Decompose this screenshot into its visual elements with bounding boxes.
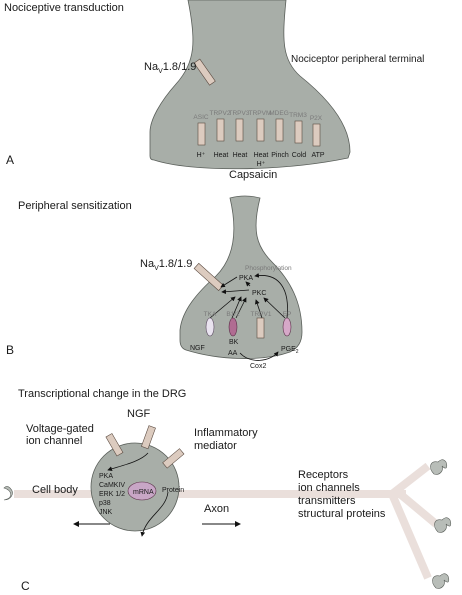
kinase-p38: p38: [99, 500, 111, 507]
receptor-name-trpv1: TRPV1: [251, 311, 272, 318]
nav-label-b: Na: [140, 258, 155, 270]
inflammatory-receptor: [162, 448, 185, 469]
nav-channel-a: [193, 58, 216, 86]
channel-trm3: [294, 120, 303, 144]
voltage-gated-line1: Voltage-gated: [26, 423, 94, 435]
panel-b-heading: Peripheral sensitization: [18, 200, 132, 212]
channel-trpv2: [216, 118, 225, 142]
axon-branch-down: [388, 492, 432, 580]
pka-label: PKA: [239, 275, 253, 282]
svg-text:PGE2: PGE2: [281, 346, 299, 355]
pge-label: PGE: [281, 346, 296, 353]
channel-trpvm: [256, 118, 265, 142]
panel-c-letter: C: [21, 579, 30, 593]
product-ion-channels: ion channels: [298, 482, 360, 494]
sensitization-receptors: TKA B1/2 TRPV1 EP: [204, 311, 292, 339]
signaling-arrows: [209, 273, 288, 319]
receptor-name-tka: TKA: [204, 311, 217, 318]
panel-c-heading: Transcriptional change in the DRG: [18, 388, 186, 400]
stimulus-trpv3: Heat: [233, 152, 248, 159]
inflammatory-line1: Inflammatory: [194, 427, 258, 439]
terminal-label: Nociceptor peripheral terminal: [291, 54, 424, 65]
voltage-gated-line2: ion channel: [26, 435, 82, 447]
stimulus-extra-h: H⁺: [257, 161, 266, 168]
channel-name-trm3: TRM3: [289, 112, 307, 119]
terminal-mid-right: [434, 517, 452, 533]
channel-name-p2x: P2X: [310, 115, 323, 122]
channel-name-mdeg: MDEG: [269, 110, 289, 117]
panel-a-letter: A: [6, 153, 14, 167]
stimulus-trm3: Cold: [292, 152, 307, 159]
stimulus-mdeg: Pinch: [271, 152, 289, 159]
receptor-name-ep: EP: [283, 311, 292, 318]
phosphorylation-label: Phosphorylation: [245, 265, 292, 272]
ngf-label-b: NGF: [190, 345, 205, 352]
kinase-camkiv: CaMKIV: [99, 482, 125, 489]
channel-p2x: [312, 123, 321, 147]
ngf-receptor: [141, 425, 156, 450]
svg-text:NaV1.8/1.9: NaV1.8/1.9: [140, 258, 192, 272]
axon-label: Axon: [204, 503, 229, 515]
ngf-label-c: NGF: [127, 408, 151, 420]
stimulus-p2x: ATP: [311, 152, 324, 159]
transported-products: Receptors ion channels transmitters stru…: [298, 469, 386, 520]
bk-label: BK: [229, 339, 239, 346]
kinase-jnk: JNK: [99, 509, 113, 516]
trpv1-receptor: [256, 317, 265, 339]
transduction-channels: ASIC TRPV2 TRPV3 TRPVM MDEG TRM3 P2X H⁺ …: [193, 110, 324, 168]
receptor-name-b12: B1/2: [226, 311, 240, 318]
product-structural-proteins: structural proteins: [298, 508, 386, 520]
b12-receptor: [228, 317, 238, 337]
axon-branch-mid: [397, 490, 439, 528]
kinase-erk: ERK 1/2: [99, 491, 125, 498]
product-transmitters: transmitters: [298, 495, 356, 507]
axon-branch-up: [389, 462, 431, 498]
voltage-gated-channel: [105, 433, 124, 457]
inflammatory-line2: mediator: [194, 440, 237, 452]
cell-body-arrows: [107, 452, 169, 537]
nav-label-a: Na: [144, 61, 159, 73]
stimulus-asic: H⁺: [197, 152, 206, 159]
mrna-blob: [127, 481, 157, 501]
cox2-label: Cox2: [250, 363, 266, 370]
kinase-list: PKA CaMKIV ERK 1/2 p38 JNK: [99, 473, 125, 516]
panel-b-letter: B: [6, 343, 14, 357]
panel-a-heading: Nociceptive transduction: [4, 2, 124, 14]
channel-name-trpv2: TRPV2: [210, 110, 231, 117]
axon-shaft: [14, 490, 406, 498]
nerve-terminals: [3, 459, 452, 589]
mrna-label: mRNA: [133, 489, 154, 496]
cox2-arc: [239, 351, 279, 361]
protein-label: Protein: [162, 487, 184, 494]
capsaicin-label: Capsaicin: [229, 169, 277, 181]
kinase-pka: PKA: [99, 473, 113, 480]
product-receptors: Receptors: [298, 469, 349, 481]
channel-trpv3: [235, 118, 244, 142]
stimulus-trpv2: Heat: [214, 152, 229, 159]
pkc-label: PKC: [252, 290, 266, 297]
terminal-bottom-right: [432, 573, 450, 589]
channel-mdeg: [275, 118, 284, 142]
cell-body-label: Cell body: [32, 484, 78, 496]
svg-text:NaV1.8/1.9: NaV1.8/1.9: [144, 61, 196, 75]
tka-receptor: [205, 317, 215, 337]
channel-name-trpvm: TRPVM: [249, 110, 272, 117]
channel-name-trpv3: TRPV3: [229, 110, 250, 117]
terminal-left: [3, 486, 13, 501]
aa-label: AA: [228, 350, 238, 357]
channel-asic: [197, 122, 206, 146]
channel-name-asic: ASIC: [193, 114, 208, 121]
nav-channel-b: [193, 262, 224, 292]
terminal-top-right: [430, 459, 448, 475]
stimulus-trpvm: Heat: [254, 152, 269, 159]
ep-receptor: [282, 317, 292, 337]
